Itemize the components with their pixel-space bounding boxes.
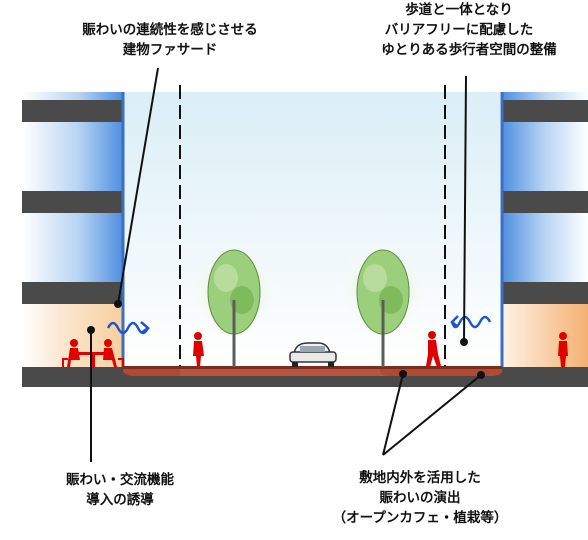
- sidewalk-surface-right: [380, 367, 502, 376]
- pedestrian-left-sidewalk: [193, 332, 204, 367]
- liveliness-wave-right: [450, 315, 492, 329]
- pedestrian-right-shop: [558, 332, 568, 367]
- site-label-line-2: 賑わいの演出: [379, 490, 461, 506]
- facade-label: 賑わいの連続性を感じさせる 建物ファサード: [40, 20, 300, 60]
- sidewalk-label-line-2: バリアフリーに配慮した: [384, 22, 534, 38]
- street-space: [123, 92, 500, 367]
- pedestrian-right-sidewalk: [426, 331, 441, 367]
- function-label: 賑わい・交流機能 導入の誘導: [30, 470, 210, 510]
- right-building: [500, 92, 588, 367]
- tree-left: [186, 242, 282, 367]
- site-label-line-3: （オープンカフェ・植栽等）: [332, 510, 508, 526]
- road-surface: [180, 368, 445, 376]
- right-shop-glow: [502, 304, 588, 367]
- leader-sidewalk: [463, 75, 467, 343]
- function-label-line-2: 導入の誘導: [86, 492, 154, 508]
- sidewalk-label: 歩道と一体となり バリアフリーに配慮した ゆとりある歩行者空間の整備: [330, 0, 588, 60]
- liveliness-wave-left: [106, 321, 151, 335]
- right-floor-slab: [502, 100, 588, 122]
- tree-right: [335, 242, 431, 367]
- right-floor-slab: [502, 191, 588, 213]
- site-label: 敷地内外を活用した 賑わいの演出 （オープンカフェ・植栽等）: [300, 468, 540, 528]
- facade-label-line-1: 賑わいの連続性を感じさせる: [82, 22, 258, 38]
- open-cafe: [62, 339, 124, 367]
- right-floor-slab: [502, 282, 588, 304]
- left-floor-slab: [22, 282, 123, 304]
- function-label-line-1: 賑わい・交流機能: [66, 472, 174, 488]
- leader-facade: [117, 67, 159, 305]
- leader-site-1: [382, 373, 404, 456]
- facade-label-line-2: 建物ファサード: [122, 42, 218, 58]
- left-floor-slab: [22, 100, 123, 122]
- left-floor-slab: [22, 191, 123, 213]
- sidewalk-label-line-1: 歩道と一体となり: [405, 2, 513, 18]
- sidewalk-label-line-3: ゆとりある歩行者空間の整備: [381, 42, 557, 58]
- leader-site-2: [382, 374, 482, 456]
- site-label-line-1: 敷地内外を活用した: [359, 470, 481, 486]
- car: [289, 342, 337, 367]
